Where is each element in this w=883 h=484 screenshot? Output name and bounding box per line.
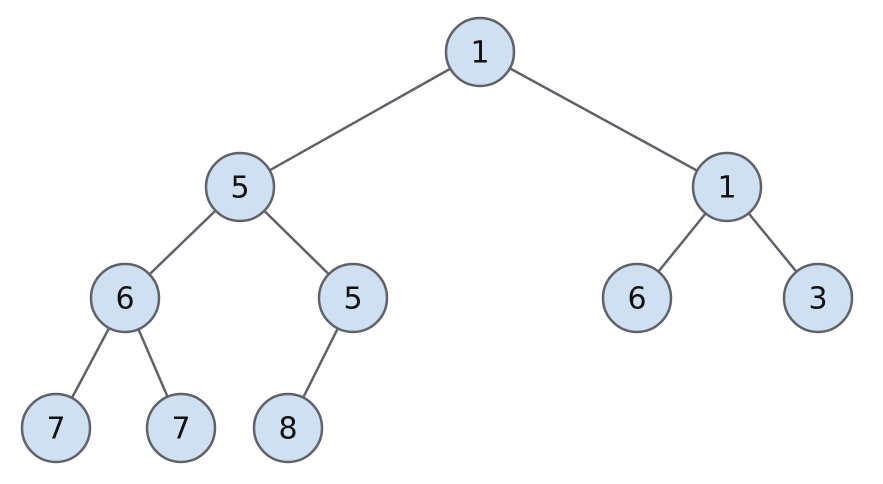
tree-node-circle — [691, 151, 763, 223]
tree-node-value: 1 — [470, 36, 489, 71]
tree-edge-n1-n3 — [479, 50, 728, 189]
tree-node-value: 7 — [46, 412, 65, 447]
tree-node-circle — [601, 262, 673, 334]
tree-node-value: 5 — [230, 171, 249, 206]
tree-node-n10: 8 — [252, 392, 324, 464]
tree-node-value: 3 — [808, 282, 827, 317]
tree-node-circle — [444, 16, 516, 88]
tree-node-value: 1 — [717, 171, 736, 206]
tree-node-n5: 5 — [317, 262, 389, 334]
tree-edges — [54, 50, 819, 429]
tree-node-circle — [145, 392, 217, 464]
tree-node-n6: 6 — [601, 262, 673, 334]
tree-node-n9: 7 — [145, 392, 217, 464]
tree-node-value: 5 — [343, 282, 362, 317]
tree-node-circle — [204, 151, 276, 223]
tree-node-circle — [20, 392, 92, 464]
tree-node-value: 6 — [627, 282, 646, 317]
tree-node-circle — [317, 262, 389, 334]
tree-node-n2: 5 — [204, 151, 276, 223]
tree-edge-n1-n2 — [239, 50, 481, 189]
tree-node-circle — [89, 262, 161, 334]
tree-nodes: 1 5 1 6 5 6 3 7 7 8 — [20, 16, 854, 464]
tree-node-n7: 3 — [782, 262, 854, 334]
tree-node-value: 6 — [115, 282, 134, 317]
tree-node-value: 7 — [171, 412, 190, 447]
tree-node-circle — [782, 262, 854, 334]
tree-node-n1: 1 — [444, 16, 516, 88]
tree-node-circle — [252, 392, 324, 464]
tree-node-n4: 6 — [89, 262, 161, 334]
tree-node-value: 8 — [278, 412, 297, 447]
tree-node-n8: 7 — [20, 392, 92, 464]
tree-node-n3: 1 — [691, 151, 763, 223]
